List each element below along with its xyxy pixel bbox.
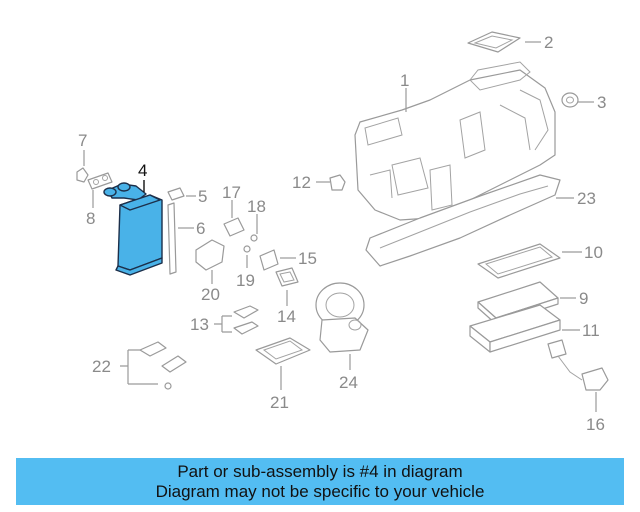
callout-numbers: 1 2 3 4 5 6 7 8 9 10 11 12 13 14 15 16 1…: [78, 33, 606, 434]
part-5-tube[interactable]: [167, 187, 185, 201]
part-13-clips[interactable]: [233, 305, 259, 335]
part-1-hvac-housing[interactable]: [354, 61, 556, 221]
leader-lines: [83, 41, 597, 412]
callout-8[interactable]: 8: [86, 209, 95, 228]
callout-24[interactable]: 24: [339, 373, 358, 392]
part-3-grommet[interactable]: [561, 92, 579, 108]
caption-line-1: Part or sub-assembly is #4 in diagram: [177, 461, 463, 481]
callout-15[interactable]: 15: [298, 249, 317, 268]
callout-9[interactable]: 9: [579, 289, 588, 308]
part-7-clip[interactable]: [76, 167, 89, 183]
callout-18[interactable]: 18: [247, 197, 266, 216]
callout-7[interactable]: 7: [78, 131, 87, 150]
callout-10[interactable]: 10: [584, 243, 603, 262]
callout-16[interactable]: 16: [586, 415, 605, 434]
part-14-switch[interactable]: [275, 267, 299, 287]
part-11-filter-assembly[interactable]: [469, 304, 561, 353]
caption-line-2: Diagram may not be specific to your vehi…: [155, 481, 485, 501]
callout-22[interactable]: 22: [92, 357, 111, 376]
part-12-connector[interactable]: [329, 174, 346, 191]
callout-2[interactable]: 2: [544, 33, 553, 52]
callout-21[interactable]: 21: [270, 393, 289, 412]
callout-1[interactable]: 1: [400, 71, 409, 90]
part-23-duct[interactable]: [365, 174, 561, 267]
part-8-bracket[interactable]: [87, 172, 113, 190]
part-16-harness[interactable]: [547, 339, 609, 391]
part-10-filter[interactable]: [477, 243, 561, 279]
part-2-gasket[interactable]: [467, 31, 521, 53]
part-18-screw[interactable]: [250, 234, 258, 242]
part-6-seal[interactable]: [167, 202, 177, 275]
part-4-heater-core[interactable]: [103, 182, 163, 276]
callout-17[interactable]: 17: [222, 183, 241, 202]
callout-3[interactable]: 3: [597, 93, 606, 112]
part-19-screw[interactable]: [243, 245, 251, 253]
callout-13[interactable]: 13: [190, 315, 209, 334]
callout-5[interactable]: 5: [198, 187, 207, 206]
callout-20[interactable]: 20: [201, 285, 220, 304]
part-15-bracket[interactable]: [259, 249, 279, 271]
part-17-actuator[interactable]: [223, 217, 245, 237]
part-24-blower-motor[interactable]: [315, 282, 369, 353]
parts-diagram: 1 2 3 4 5 6 7 8 9 10 11 12 13 14 15 16 1…: [76, 31, 609, 434]
part-22-bracket-set[interactable]: [139, 341, 187, 390]
part-20-actuator[interactable]: [195, 239, 225, 271]
callout-4[interactable]: 4: [138, 161, 147, 180]
callout-19[interactable]: 19: [236, 271, 255, 290]
callout-23[interactable]: 23: [577, 189, 596, 208]
caption-bar: Part or sub-assembly is #4 in diagram Di…: [16, 458, 624, 505]
callout-14[interactable]: 14: [277, 307, 296, 326]
callout-6[interactable]: 6: [196, 219, 205, 238]
part-21-module[interactable]: [255, 337, 311, 365]
callout-11[interactable]: 11: [582, 321, 600, 340]
callout-12[interactable]: 12: [292, 173, 311, 192]
